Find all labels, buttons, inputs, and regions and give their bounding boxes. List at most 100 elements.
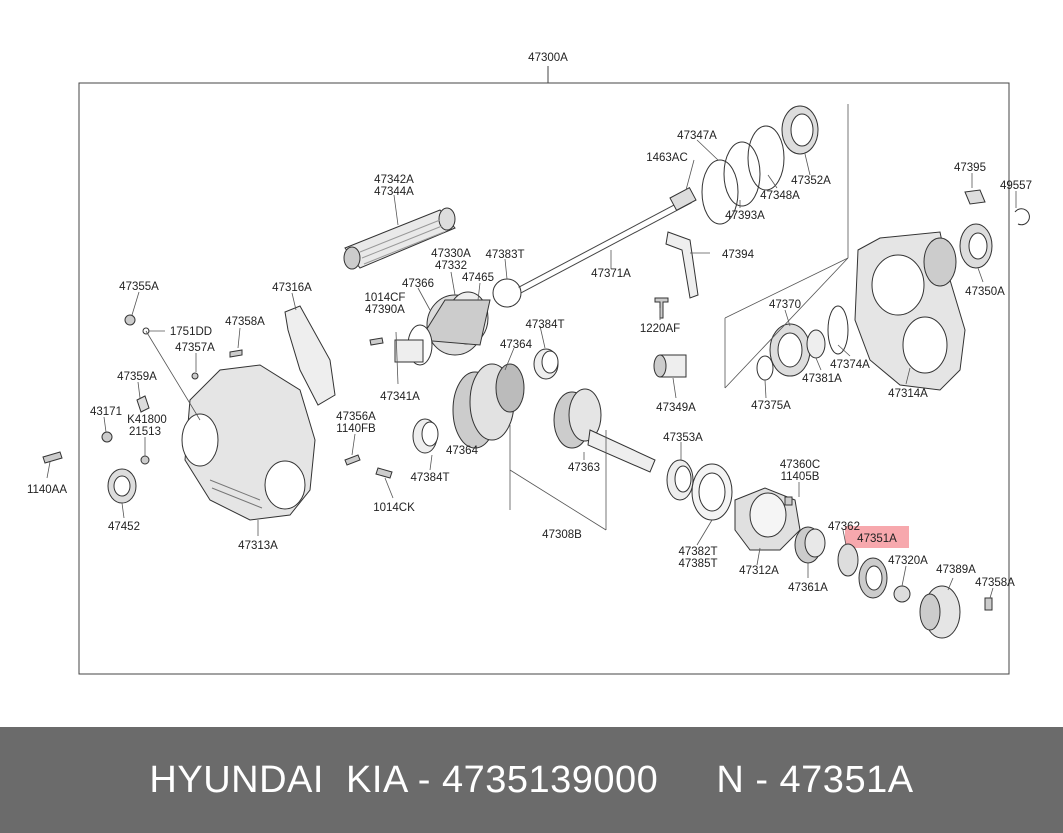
label-47316A: 47316A — [272, 282, 312, 294]
label-47374A: 47374A — [830, 359, 870, 371]
part-47342A-sleeve — [343, 207, 456, 270]
part-47375A-ring — [756, 355, 774, 381]
label-47313A: 47313A — [238, 540, 278, 552]
label-47358A-b: 47358A — [975, 577, 1015, 589]
label-47389A: 47389A — [936, 564, 976, 576]
part-47313A-case — [181, 364, 316, 521]
label-1140AA: 1140AA — [27, 484, 67, 496]
leader-lines — [46, 104, 1017, 599]
label-47366: 47366 — [402, 278, 434, 290]
part-47348A-ring — [747, 125, 785, 191]
highlight-box — [845, 526, 909, 548]
part-47370-bearing — [769, 323, 811, 377]
exploded-view-drawing: 47300A — [27, 52, 1032, 675]
label-21513: 21513 — [129, 426, 161, 438]
brand-part-number: HYUNDAI KIA - 4735139000 — [149, 758, 659, 801]
label-47308B: 47308B — [542, 529, 582, 541]
label-47395: 47395 — [954, 162, 986, 174]
part-labels: 47342A 47344A 47330A 47332 47465 47383T … — [27, 130, 1032, 594]
part-47316A-bracket — [284, 305, 336, 406]
part-47358A-bolt-a — [229, 349, 243, 358]
diagram-reference: N - 47351A — [716, 758, 914, 801]
label-47360C: 47360C — [780, 459, 820, 471]
label-1014CF: 1014CF — [365, 292, 406, 304]
label-47332: 47332 — [435, 260, 467, 272]
label-47357A: 47357A — [175, 342, 215, 354]
label-47384T-b: 47384T — [410, 472, 449, 484]
label-47371A: 47371A — [591, 268, 631, 280]
part-47353A-seal — [666, 459, 694, 501]
part-47320A-nut — [893, 585, 911, 603]
part-47330A-gear — [394, 291, 491, 366]
label-47341A: 47341A — [380, 391, 420, 403]
assembly-label: 47300A — [528, 52, 568, 64]
label-47347A: 47347A — [677, 130, 717, 142]
part-21513-plug — [140, 455, 150, 465]
part-47384T-bearing-a — [533, 348, 559, 380]
part-47381A-ring — [806, 329, 826, 359]
label-47364-a: 47364 — [500, 339, 533, 351]
label-43171: 43171 — [90, 406, 122, 418]
label-47370: 47370 — [769, 299, 801, 311]
parts-diagram: 47300A — [26, 52, 1032, 675]
label-47465: 47465 — [462, 272, 494, 284]
label-47384T-a: 47384T — [525, 319, 564, 331]
label-K41800: K41800 — [127, 414, 167, 426]
label-1463AC: 1463AC — [646, 152, 688, 164]
label-47344A: 47344A — [374, 186, 414, 198]
label-47350A: 47350A — [965, 286, 1005, 298]
label-11405B: 11405B — [781, 471, 820, 483]
label-47385T: 47385T — [678, 558, 717, 570]
part-47452-seal — [107, 468, 137, 504]
part-1140AA-bolt — [42, 451, 63, 464]
part-number-banner: HYUNDAI KIA - 4735139000 N - 47351A — [0, 727, 1063, 833]
part-47371A-shaft — [518, 186, 697, 294]
label-47383T: 47383T — [485, 249, 524, 261]
part-47393A-ring — [723, 141, 761, 207]
part-47384T-bearing-b — [412, 418, 439, 454]
label-47351A: 47351A — [857, 533, 897, 545]
label-47312A: 47312A — [739, 565, 779, 577]
part-47389A-flange — [919, 585, 961, 639]
label-47390A: 47390A — [365, 304, 405, 316]
label-47355A: 47355A — [119, 281, 159, 293]
label-47314A: 47314A — [888, 388, 928, 400]
part-47314A-case — [854, 231, 966, 391]
part-1140FB-bolt — [344, 454, 361, 466]
part-47382T-gasket — [691, 463, 733, 521]
part-47357A-pin — [191, 372, 199, 380]
part-47349A-sleeve — [653, 354, 687, 378]
label-47452: 47452 — [108, 521, 140, 533]
part-47363-gear-shaft — [553, 388, 656, 473]
label-1220AF: 1220AF — [640, 323, 680, 335]
label-47361A: 47361A — [788, 582, 828, 594]
part-43171-plug — [101, 431, 113, 443]
part-1463AC-ring — [701, 159, 739, 225]
label-47362: 47362 — [828, 521, 860, 533]
label-47349A: 47349A — [656, 402, 696, 414]
label-47393A: 47393A — [725, 210, 765, 222]
part-47361A-bearing — [794, 526, 826, 564]
part-47352A-seal — [781, 105, 819, 155]
label-47356A: 47356A — [336, 411, 376, 423]
label-47382T: 47382T — [678, 546, 717, 558]
label-1751DD: 1751DD — [170, 326, 212, 338]
part-47359A-sensor — [136, 395, 150, 413]
label-47359A: 47359A — [117, 371, 157, 383]
part-47355A-plug — [124, 314, 136, 326]
label-47363: 47363 — [568, 462, 600, 474]
label-47352A: 47352A — [791, 175, 831, 187]
part-47312A-housing — [734, 487, 801, 551]
part-49557-snapring — [1014, 208, 1030, 226]
label-1014CK: 1014CK — [373, 502, 415, 514]
label-47381A: 47381A — [802, 373, 842, 385]
label-47353A: 47353A — [663, 432, 703, 444]
label-1140FB: 1140FB — [336, 423, 376, 435]
label-47330A: 47330A — [431, 248, 471, 260]
label-47394: 47394 — [722, 249, 755, 261]
part-1014CK-bolt — [375, 467, 393, 479]
label-49557: 49557 — [1000, 180, 1032, 192]
label-47342A: 47342A — [374, 174, 414, 186]
part-47394-bracket — [665, 231, 699, 299]
diagram-frame — [78, 82, 1010, 675]
